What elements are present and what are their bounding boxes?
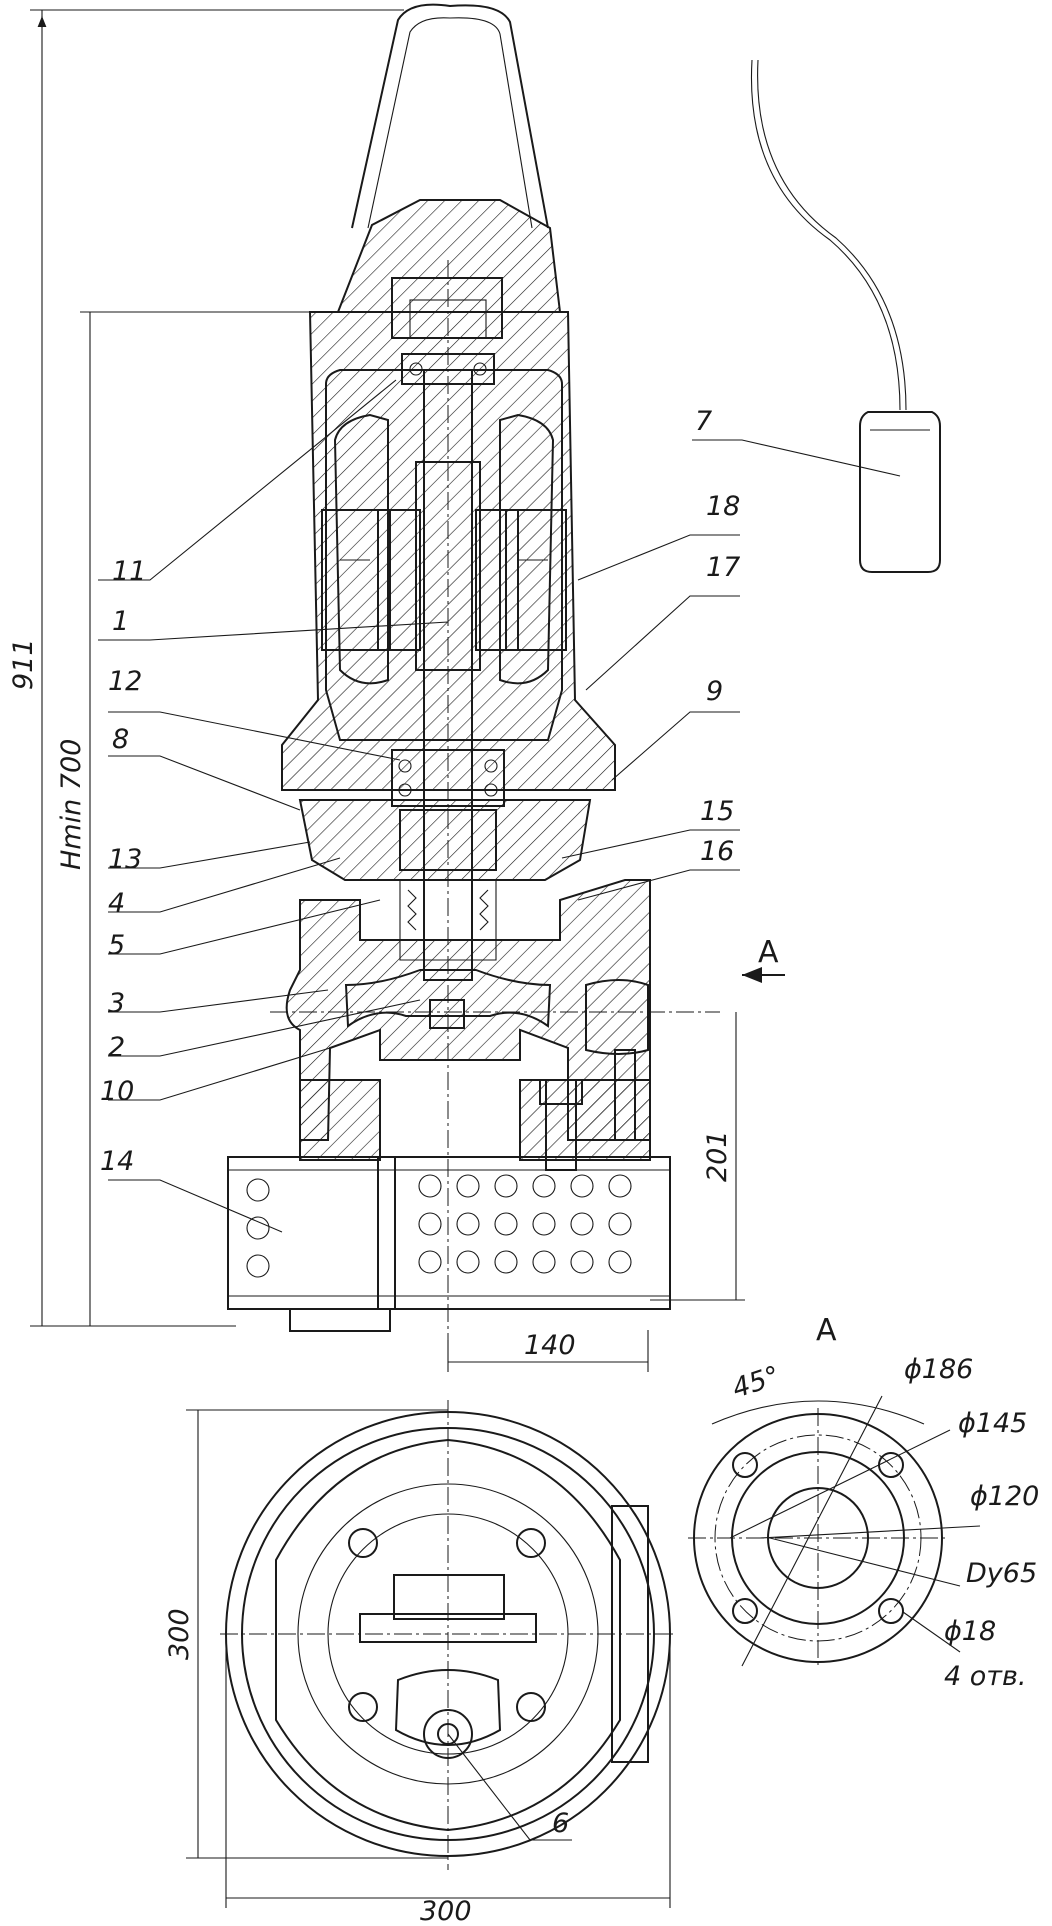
strainer-hole <box>570 1212 594 1236</box>
callout-7: 7 <box>695 406 712 437</box>
callout-11: 11 <box>112 556 146 587</box>
dimension-labels: 911 Hmin 700 201 140 300 300 A <box>8 638 779 1926</box>
strainer-hole <box>456 1212 480 1236</box>
strainer-hole <box>418 1250 442 1274</box>
strainer-hole <box>532 1174 556 1198</box>
dimension-lines <box>30 9 785 1372</box>
callout-6: 6 <box>552 1808 569 1839</box>
strainer-hole <box>532 1212 556 1236</box>
dim-201: 201 <box>702 1130 733 1182</box>
dim-911: 911 <box>8 638 39 690</box>
strainer-hole <box>570 1250 594 1274</box>
impeller-nut <box>429 999 465 1029</box>
lifting-handle <box>351 3 549 229</box>
strainer-hole <box>608 1174 632 1198</box>
seal-chamber <box>298 799 592 881</box>
strainer-hole <box>418 1212 442 1236</box>
flange-dy65: Dy65 <box>966 1558 1037 1589</box>
flange-view-title: A <box>816 1313 837 1348</box>
strainer-hole <box>608 1250 632 1274</box>
flange-angle: 45° <box>729 1360 784 1404</box>
callout-5: 5 <box>108 930 125 961</box>
float-switch <box>750 59 941 573</box>
callout-16: 16 <box>700 836 734 867</box>
strainer-holes <box>246 1174 632 1278</box>
dim-hmin: Hmin 700 <box>56 739 87 870</box>
callout-15: 15 <box>700 796 734 827</box>
flange-d145: ϕ145 <box>958 1408 1027 1439</box>
dim-plan-width: 300 <box>420 1896 472 1926</box>
callout-labels: 11 1 12 8 13 4 5 3 2 10 14 7 18 17 9 15 … <box>100 406 740 1839</box>
callout-4: 4 <box>108 888 125 919</box>
stand-legs <box>299 1079 381 1161</box>
callout-leaders <box>98 379 901 1233</box>
strainer-hole <box>494 1212 518 1236</box>
strainer-hole <box>532 1250 556 1274</box>
strainer-hole <box>494 1174 518 1198</box>
motor-top-cap <box>336 199 562 313</box>
callout-12: 12 <box>108 666 142 697</box>
strainer-hole <box>418 1174 442 1198</box>
strainer-hole <box>494 1250 518 1274</box>
strainer-hole <box>570 1174 594 1198</box>
strainer-hole <box>246 1254 270 1278</box>
pump-section-view <box>227 3 720 1340</box>
callout-3: 3 <box>108 988 125 1019</box>
flange-hole-count: 4 отв. <box>944 1661 1027 1692</box>
callout-9: 9 <box>706 676 723 707</box>
flange-d120: ϕ120 <box>970 1481 1039 1512</box>
stator-windings <box>321 413 567 685</box>
strainer-hole <box>246 1216 270 1240</box>
flange-d186: ϕ186 <box>904 1354 973 1385</box>
plan-view <box>186 1400 676 1908</box>
impeller <box>344 969 552 1028</box>
stand-foot <box>289 1308 391 1332</box>
dim-140: 140 <box>524 1330 576 1361</box>
callout-17: 17 <box>706 552 740 583</box>
callout-14: 14 <box>100 1146 134 1177</box>
callout-2: 2 <box>108 1032 125 1063</box>
callout-13: 13 <box>108 844 142 875</box>
callout-1: 1 <box>112 606 129 637</box>
strainer-hole <box>246 1178 270 1202</box>
callout-10: 10 <box>100 1076 134 1107</box>
callout-8: 8 <box>112 724 129 755</box>
callout-18: 18 <box>706 491 740 522</box>
discharge-outlet <box>585 979 649 1055</box>
strainer-hole <box>608 1212 632 1236</box>
flange-d18: ϕ18 <box>944 1616 996 1647</box>
motor-cavity <box>325 369 563 741</box>
flange-labels: A 45° ϕ186 ϕ145 ϕ120 Dy65 ϕ18 4 отв. <box>729 1313 1040 1692</box>
section-marker-a: A <box>758 935 779 970</box>
flange-bolt-hole <box>732 1452 758 1478</box>
dim-plan-height: 300 <box>164 1608 195 1660</box>
strainer-hole <box>456 1174 480 1198</box>
strainer-hole <box>456 1250 480 1274</box>
strainer-basket <box>227 1156 671 1310</box>
float-body <box>859 411 941 573</box>
flange-view-a <box>688 1395 981 1668</box>
